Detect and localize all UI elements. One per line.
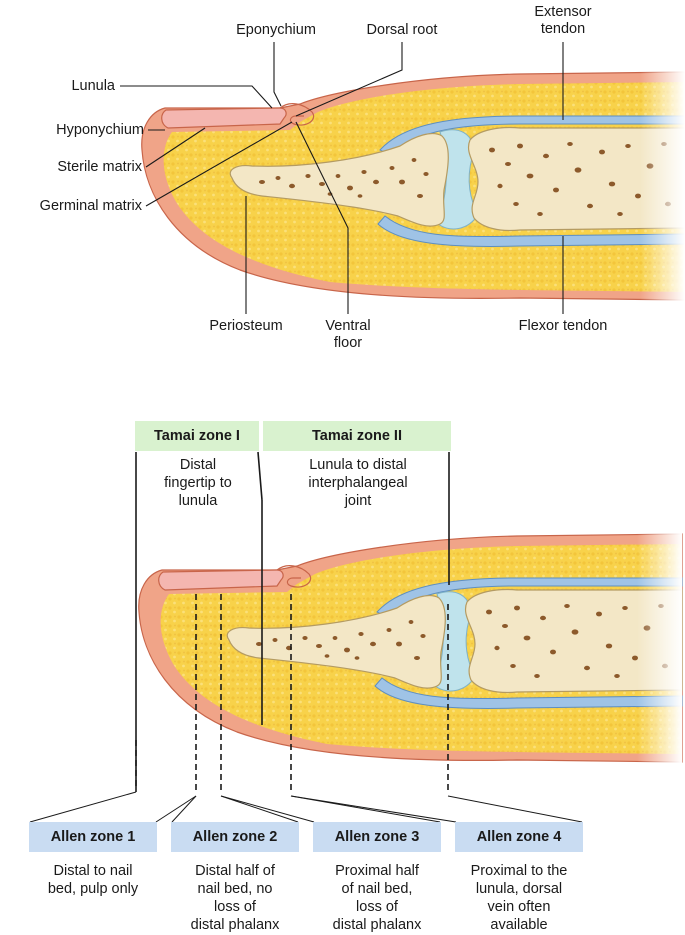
allen-zone-3-box: Allen zone 3 [313,822,441,852]
leader-eponychium [273,42,282,107]
top-finger [141,59,685,311]
label-sterile-matrix: Sterile matrix [57,159,142,175]
tamai-zone-2-description: Lunula to distal interphalangeal joint [308,457,408,509]
conn-allen-3-left [220,795,315,823]
allen-zone-1-description: Distal to nail bed, pulp only [47,863,139,897]
tamai-line-mid [257,451,263,501]
label-periosteum: Periosteum [209,318,283,334]
leader-lunula [120,85,273,109]
conn-allen-4-right [447,795,583,823]
conn-allen-1-right [155,795,197,823]
label-ventral-floor: Ventral floor [325,318,371,351]
leader-germinal [145,121,293,207]
tamai-zone-1-box: Tamai zone I [135,421,259,451]
label-dorsal-root: Dorsal root [366,22,438,38]
allen-zone-3-description: Proximal half of nail bed, loss of dista… [332,863,422,933]
allen-zone-2-description: Distal half of nail bed, no loss of dist… [190,863,280,933]
top-leader-lines [120,42,564,314]
leader-sterile [145,127,206,168]
label-germinal-matrix: Germinal matrix [39,198,142,214]
label-flexor-tendon: Flexor tendon [518,318,608,334]
allen-zone-4-description: Proximal to the lunula, dorsal vein ofte… [470,863,568,933]
conn-allen-4-left [290,795,457,823]
conn-allen-2-left [171,795,197,823]
leader-dorsal-root [295,42,403,117]
allen-zone-4-box: Allen zone 4 [455,822,583,852]
zone-lines [135,451,450,792]
label-extensor-tendon: Extensor tendon [534,4,592,37]
tamai-zone-1-description: Distal fingertip to lunula [164,457,232,509]
label-eponychium: Eponychium [236,22,316,38]
leader-ventral [295,121,349,314]
allen-connectors [29,791,583,823]
conn-allen-1 [29,791,137,823]
allen-zone-2-box: Allen zone 2 [171,822,299,852]
allen-zone-1-box: Allen zone 1 [29,822,157,852]
label-hyponychium: Hyponychium [56,122,144,138]
label-lunula: Lunula [71,78,115,94]
tamai-zone-2-box: Tamai zone II [263,421,451,451]
conn-allen-2-right [220,795,299,823]
